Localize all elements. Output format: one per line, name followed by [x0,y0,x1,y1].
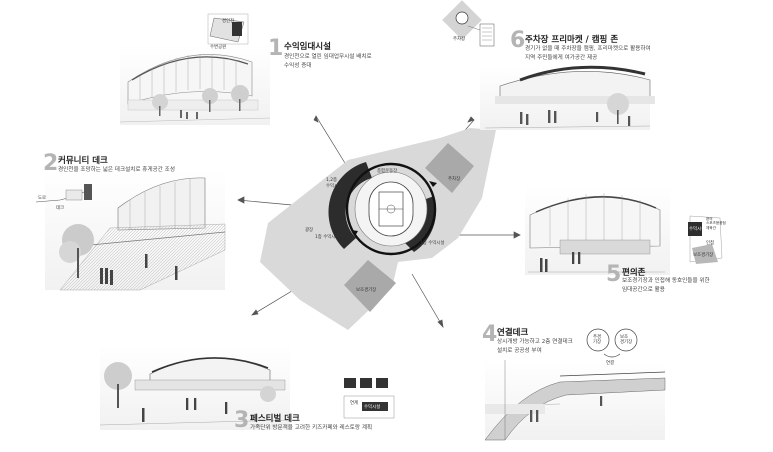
label-main-stadium: 종합운동장 [377,169,398,174]
panel-5-desc-line2: 임대공간으로 활용 [622,287,665,293]
label-seating-1f-west: 1층 수익시설 [315,235,340,240]
panel-5-detail-a: 수익시설 [689,227,706,232]
parking-area [425,143,474,193]
panel-4-title: 연결데크 [497,328,529,338]
panel-1-desc-line1: 경인천으로 열린 임대업무시설 배치로 [284,54,372,60]
label-seating-12f: 1,2층 수익시설 [326,178,343,189]
aux-stadium-area [344,260,396,312]
panel-5-illustration [525,185,723,275]
panel-5-detail-d: 인접 [706,241,715,246]
panel-3-title: 페스티벌 데크 [250,414,300,424]
panel-3-number: 3 [234,408,250,433]
panel-1-detail-top: 경인천 [222,19,235,24]
panel-6-detail-a: 주차장 [453,37,466,42]
panel-1-detail-bottom: 수변공원 [210,45,227,50]
panel-3-desc: 가족단위 방문객을 고려한 키즈카페와 레스토랑 계획 [250,425,373,431]
panel-6-illustration [442,0,655,130]
label-parking: 주차장 [448,177,461,182]
panel-3-detail-b: 연계 [350,401,359,406]
label-seating-1f-east: 1층 수익시설 [420,241,445,246]
panel-5-detail-c: 편의 스포츠용품점 체육관 [706,217,726,230]
panel-6-number: 6 [510,28,526,53]
panel-6-desc-line1: 경기가 없을 때 주차장을 캠핑, 프리마켓으로 활용하여 [525,46,651,52]
panel-2-detail-b: 데크 [56,206,65,211]
panel-4-detail-left: 주경 기장 [593,335,602,346]
connector-lines [237,115,521,328]
label-aux-stadium: 보조경기장 [356,288,377,293]
panel-2-title: 커뮤니티 데크 [58,156,108,166]
panel-4-desc-line1: 상시개방 가능하고 2층 연결데크 [497,339,573,345]
panel-3-detail-a: 수익시설 [364,405,381,410]
panel-2-desc: 경인천을 조망하는 넓은 데크설치로 휴게공간 조성 [58,167,175,173]
panel-6-desc-line2: 지역 주민들에게 여가공간 제공 [525,55,598,61]
label-plaza: 광장 [305,228,314,233]
panel-3-illustration [99,345,395,430]
panel-2-number: 2 [43,151,59,176]
panel-5-number: 5 [606,262,622,287]
panel-1-illustration [119,13,271,125]
panel-4-detail-right: 보조 경기장 [620,335,633,346]
panel-4-illustration [484,328,666,441]
panel-4-desc-line2: 설치로 공공성 부여 [497,348,542,354]
panel-6-title: 주차장 프리마켓 / 캠핑 존 [525,35,619,45]
panel-2-detail-a: 도로 [38,196,47,201]
stadium-outer-ring [345,162,437,256]
panel-5-desc-line1: 보조경기장과 인접해 동호인들을 위한 [622,278,710,284]
site-plan [260,128,496,330]
panel-2-illustration [35,170,226,291]
panel-1-number: 1 [268,36,284,61]
panel-1-desc-line2: 수익성 증대 [284,63,312,69]
panel-5-detail-b: 보조경기장 [693,253,714,258]
panel-4-number: 4 [482,322,498,347]
panel-4-detail-bottom: 연결 [606,361,615,366]
panel-5-title: 편의존 [622,268,646,278]
panel-1-title: 수익임대시설 [284,42,331,52]
revenue-seating-west [328,162,372,249]
